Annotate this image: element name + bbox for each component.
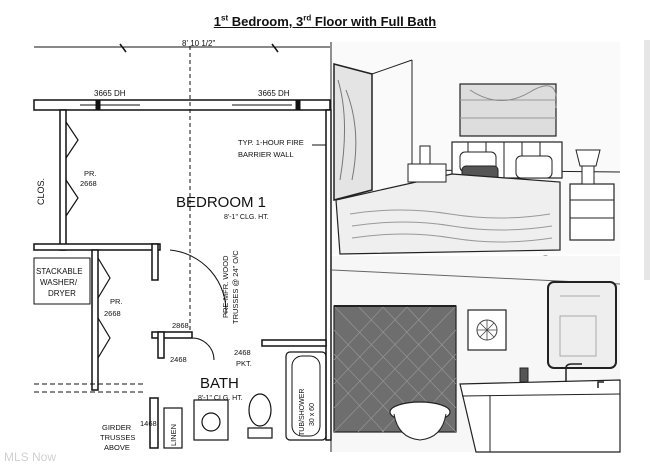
- stackable-label-1: STACKABLE: [36, 267, 83, 276]
- girder-label-1: GIRDER: [102, 423, 132, 432]
- fire-wall-label-1: TYP. 1-HOUR FIRE: [238, 138, 304, 147]
- bath-name: BATH: [200, 375, 239, 392]
- closet-door-label-1: PR.: [84, 169, 97, 178]
- laundry-door-label-2: 2668: [104, 309, 121, 318]
- floor-plan: [33, 43, 332, 449]
- trusses-label-1: PRE-MFR. WOOD: [221, 255, 230, 318]
- stackable-label-3: DRYER: [48, 289, 76, 298]
- pocket-door-label-1: 2468: [234, 348, 251, 357]
- tub-label-2: 30 x 60: [309, 403, 316, 426]
- girder-label-3: ABOVE: [104, 443, 130, 452]
- girder-label-2: TRUSSES: [100, 433, 135, 442]
- bedroom-ceiling: 8'-1" CLG. HT.: [224, 214, 269, 221]
- plan-dimension: 8' 10 1/2": [182, 39, 215, 48]
- window-label-left: 3665 DH: [94, 89, 126, 98]
- window-label-right: 3665 DH: [258, 89, 290, 98]
- bedroom-name: BEDROOM 1: [176, 194, 266, 211]
- bath-ceiling: 8'-1" CLG. HT.: [198, 395, 243, 402]
- fire-wall-label-2: BARRIER WALL: [238, 150, 294, 159]
- tub-label-1: TUB/SHOWER: [299, 389, 306, 436]
- closet-door-label-2: 2668: [80, 179, 97, 188]
- laundry-door-label-1: PR.: [110, 297, 123, 306]
- trusses-label-2: TRUSSES @ 24" O/C: [231, 250, 240, 324]
- watermark: MLS Now: [4, 450, 57, 464]
- bathroom-sketch: [331, 256, 621, 453]
- page-title: 1st Bedroom, 3rd Floor with Full Bath: [213, 14, 437, 30]
- closet-label: CLOS.: [36, 178, 46, 205]
- door-2468-label: 2468: [170, 355, 187, 364]
- scrollbar[interactable]: [644, 40, 650, 280]
- linen-door-label: 1468: [140, 419, 157, 428]
- door-2868-label: 2868: [172, 321, 189, 330]
- pocket-door-label-2: PKT.: [236, 359, 252, 368]
- linen-label: LINEN: [169, 424, 178, 446]
- bedroom-sketch: [332, 42, 621, 263]
- floor-plan-figure: 8' 10 1/2" 3665 DH 3665 DH TYP. 1-HOUR F…: [33, 39, 621, 453]
- stackable-label-2: WASHER/: [40, 278, 78, 287]
